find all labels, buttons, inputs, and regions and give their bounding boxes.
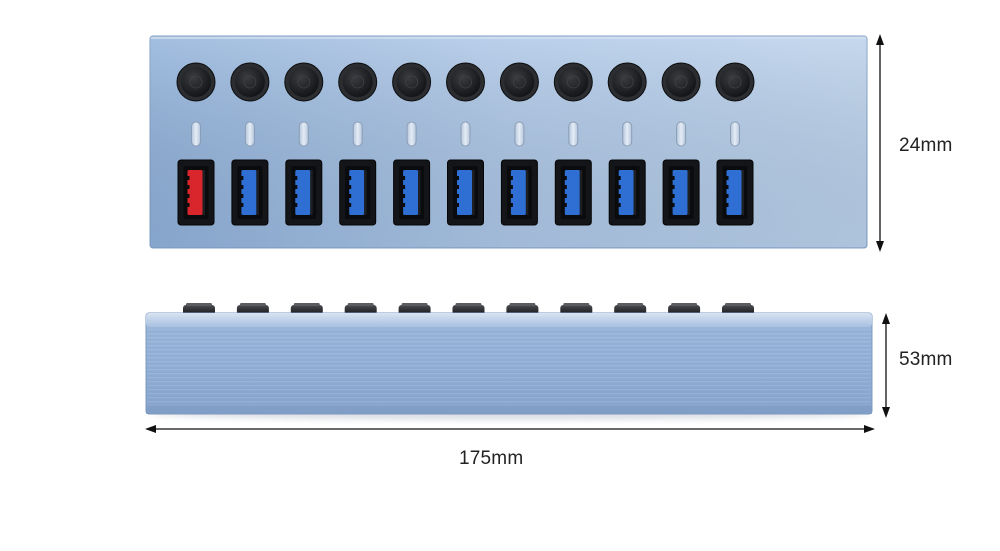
led-indicator — [568, 121, 579, 147]
power-switch-button[interactable] — [607, 62, 647, 102]
led-indicator — [298, 121, 309, 147]
power-switch-button[interactable] — [284, 62, 324, 102]
power-switch-button[interactable] — [661, 62, 701, 102]
height-dimension-label: 24mm — [899, 135, 953, 156]
hub-side-view — [145, 303, 873, 420]
led-indicator — [514, 121, 525, 147]
usb-data-port[interactable] — [554, 159, 592, 226]
hub-side-ribs — [147, 331, 871, 402]
power-switch-button[interactable] — [446, 62, 485, 102]
length-dimension-arrow — [145, 425, 875, 433]
usb-charging-port[interactable] — [177, 159, 215, 226]
usb-data-port[interactable] — [608, 159, 646, 226]
hub-side-top-bevel — [146, 313, 872, 327]
hub-side-body — [145, 312, 873, 415]
usb-data-port[interactable] — [285, 159, 323, 226]
usb-data-port[interactable] — [393, 159, 431, 226]
hub-top-view — [149, 35, 868, 249]
usb-data-port[interactable] — [231, 159, 269, 226]
usb-data-port[interactable] — [339, 159, 377, 226]
led-indicator — [622, 121, 633, 147]
usb-data-port[interactable] — [447, 159, 484, 226]
depth-dimension-label: 53mm — [899, 349, 953, 370]
led-indicator — [730, 121, 740, 147]
power-switch-button[interactable] — [230, 62, 270, 102]
usb-port-row — [177, 159, 754, 226]
power-switch-button[interactable] — [715, 62, 755, 102]
usb-data-port[interactable] — [500, 159, 538, 226]
led-indicator-row — [191, 121, 740, 147]
power-switch-button[interactable] — [176, 62, 216, 102]
height-dimension-arrow — [876, 34, 884, 252]
hub-side-bottom-edge — [146, 406, 872, 414]
power-switch-button[interactable] — [338, 62, 378, 102]
usb-data-port[interactable] — [716, 159, 754, 226]
depth-dimension-arrow — [882, 313, 890, 418]
power-switch-button[interactable] — [499, 62, 539, 102]
led-indicator — [406, 121, 417, 147]
power-switch-button[interactable] — [553, 62, 593, 102]
power-switch-row — [176, 62, 755, 102]
led-indicator — [191, 121, 201, 147]
usb-data-port[interactable] — [662, 159, 700, 226]
power-switch-button[interactable] — [392, 62, 432, 102]
length-dimension-label: 175mm — [459, 448, 524, 469]
led-indicator — [352, 121, 363, 147]
led-indicator — [460, 121, 471, 147]
led-indicator — [244, 121, 255, 147]
led-indicator — [676, 121, 687, 147]
